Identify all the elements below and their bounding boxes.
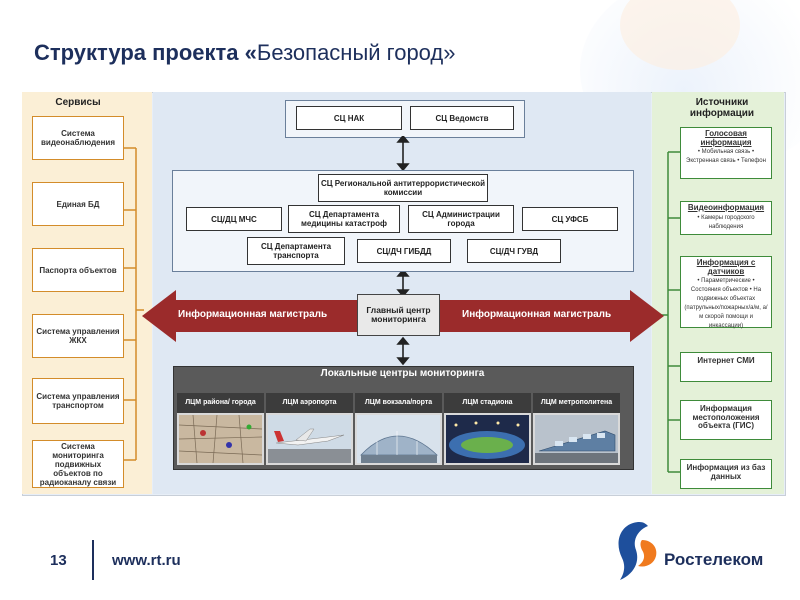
lcm-city: ЛЦМ района/ города (177, 393, 264, 465)
sources-heading: Источники информации (689, 97, 755, 119)
services-bracket (124, 147, 144, 461)
source-voice: Голосовая информация • Мобильная связь • … (680, 127, 772, 179)
page-number: 13 (50, 552, 67, 569)
highway-label-right: Информационная магистраль (462, 309, 612, 320)
footer-url-link[interactable]: www.rt.ru (112, 552, 181, 569)
slide-title-part2: Безопасный город» (256, 40, 456, 65)
source-gis-title: Информация местоположения объекта (ГИС) (692, 404, 760, 430)
vertical-connectors (396, 136, 410, 366)
rostelecom-logo-icon (618, 522, 657, 580)
sc-transport-box: СЦ Департамента транспорта (247, 237, 345, 265)
background-swoosh-accent (620, 0, 740, 70)
source-sensors-title: Информация с датчиков (696, 258, 756, 276)
rostelecom-logo-text: Ростелеком (664, 550, 764, 569)
source-voice-title: Голосовая информация (700, 129, 752, 147)
lcm-metro-label: ЛЦМ метрополитена (533, 393, 620, 413)
service-unified-db: Единая БД (32, 182, 124, 226)
lcm-stadium-label: ЛЦМ стадиона (444, 393, 531, 413)
source-video-details: • Камеры городского наблюдения (697, 214, 755, 230)
sc-mchs-box: СЦ/ДЦ МЧС (186, 207, 282, 231)
service-housing: Система управления ЖКХ (32, 314, 124, 358)
source-sensors-details: • Параметрические • Состояния объектов •… (684, 278, 768, 329)
main-monitoring-center-box: Главный центр мониторинга (357, 294, 440, 336)
source-internet: Интернет СМИ (680, 352, 772, 382)
source-databases-title: Информация из баз данных (686, 463, 766, 481)
service-transport: Система управления транспортом (32, 378, 124, 424)
metro-image (535, 415, 618, 463)
lcm-city-label: ЛЦМ района/ города (177, 393, 264, 413)
lcm-station-label: ЛЦМ вокзала/порта (355, 393, 442, 413)
lcm-airport: ЛЦМ аэропорта (266, 393, 353, 465)
sc-ufsb-box: СЦ УФСБ (522, 207, 618, 231)
source-internet-title: Интернет СМИ (697, 356, 755, 365)
source-video: Видеоинформация • Камеры городского наблю… (680, 201, 772, 235)
highway-label-left: Информационная магистраль (178, 309, 328, 320)
airport-image (268, 415, 351, 463)
station-image (357, 415, 440, 463)
service-object-passports: Паспорта объектов (32, 248, 124, 292)
sources-bracket (660, 151, 680, 473)
sc-vedomstv-box: СЦ Ведомств (410, 106, 514, 130)
city-map-image (179, 415, 262, 463)
lcm-airport-label: ЛЦМ аэропорта (266, 393, 353, 413)
slide-title: Структура проекта «Безопасный город» (34, 40, 456, 66)
source-voice-details: • Мобильная связь • Экстренная связь • Т… (686, 149, 766, 164)
source-databases: Информация из баз данных (680, 459, 772, 489)
stadium-image (446, 415, 529, 463)
sc-admin-box: СЦ Администрации города (408, 205, 514, 233)
service-mobile-monitoring: Система мониторинга подвижных объектов п… (32, 440, 124, 488)
sc-gibdd-box: СЦ/ДЧ ГИБДД (357, 239, 451, 263)
local-centers-title: Локальные центры мониторинга (320, 368, 485, 379)
source-sensors: Информация с датчиков • Параметрические •… (680, 256, 772, 329)
source-video-title: Видеоинформация (687, 203, 765, 212)
lcm-stadium: ЛЦМ стадиона (444, 393, 531, 465)
source-gis: Информация местоположения объекта (ГИС) (680, 400, 772, 440)
slide-title-part1: Структура проекта « (34, 40, 257, 65)
footer-divider (92, 540, 94, 580)
sc-medicine-box: СЦ Департамента медицины катастроф (288, 205, 400, 233)
lcm-metro: ЛЦМ метрополитена (533, 393, 620, 465)
sc-regional-commission-box: СЦ Региональной антитеррористической ком… (318, 174, 488, 202)
sc-guvd-box: СЦ/ДЧ ГУВД (467, 239, 561, 263)
service-video-surveillance: Система видеонаблюдения (32, 116, 124, 160)
lcm-station: ЛЦМ вокзала/порта (355, 393, 442, 465)
sc-nak-box: СЦ НАК (296, 106, 402, 130)
services-heading: Сервисы (55, 97, 101, 108)
